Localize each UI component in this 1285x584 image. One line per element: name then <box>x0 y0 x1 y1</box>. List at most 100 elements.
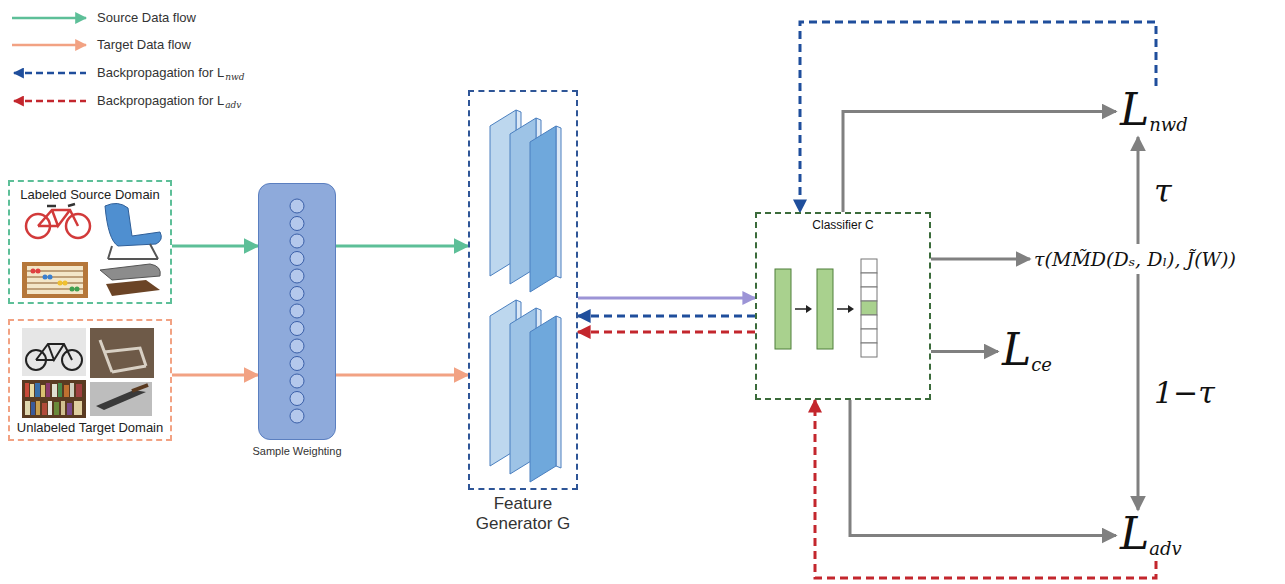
flow-arrow <box>850 400 1116 536</box>
box-title: Classifier C <box>757 218 929 232</box>
abacus-icon <box>70 287 75 292</box>
chair-icon <box>108 244 158 259</box>
bookshelf-photo <box>31 402 35 415</box>
bicycle-icon <box>26 204 90 238</box>
legend-arrows <box>12 44 86 47</box>
weight-circle <box>290 409 304 423</box>
fc-layer <box>775 269 791 349</box>
bookshelf-photo <box>67 403 72 415</box>
output-cell <box>861 329 877 343</box>
legend-text: Backpropagation for L <box>97 65 224 80</box>
slab-side <box>556 126 561 278</box>
knife-icon <box>106 280 160 296</box>
legend-subscript: nwd <box>225 72 244 82</box>
abacus-icon <box>22 262 88 298</box>
bookshelf-photo <box>48 401 52 415</box>
layer-slab <box>530 126 561 292</box>
loss-symbol: L <box>1120 508 1149 559</box>
abacus-icon <box>58 281 63 286</box>
fc-layer <box>817 269 833 349</box>
loss-subscript: adv <box>1149 538 1181 559</box>
domain-box: Unlabeled Target Domain <box>8 319 172 441</box>
small-arrow-head <box>806 305 812 313</box>
conv-layers <box>470 92 576 488</box>
legend-arrows <box>14 72 86 75</box>
bookshelf-photo <box>76 384 82 397</box>
flow-arrow <box>931 350 998 353</box>
bookshelf-photo <box>54 402 59 415</box>
classifier-layers <box>757 214 929 398</box>
flow-arrow <box>931 258 1030 261</box>
bike-photo <box>22 328 86 376</box>
slab-front <box>530 316 556 482</box>
flow-arrow <box>578 315 755 318</box>
knife-photo <box>90 382 152 416</box>
small-arrow-line <box>837 308 849 310</box>
flow-arrow <box>172 245 258 248</box>
bookshelf-photo <box>74 401 82 415</box>
flow-arrow <box>172 374 258 377</box>
legend-text: Backpropagation for L <box>97 93 224 108</box>
loss-symbol: L <box>1120 84 1149 135</box>
small-arrow <box>795 305 812 313</box>
flow-arrow <box>815 400 1156 578</box>
flow-arrow <box>1137 137 1140 244</box>
output-cell <box>861 301 877 315</box>
flow-arrow <box>578 331 755 334</box>
knife-icon <box>100 264 160 280</box>
domain-title: Unlabeled Target Domain <box>10 420 170 435</box>
bookshelf-photo <box>30 384 34 397</box>
abacus-icon <box>31 269 36 274</box>
chair-icon <box>105 203 161 246</box>
bookshelf-photo <box>52 384 57 397</box>
flow-arrow <box>800 22 1156 212</box>
output-cell <box>861 343 877 357</box>
flow-arrow <box>336 374 468 377</box>
loss-term: Lce <box>998 326 1056 377</box>
small-arrow-line <box>795 308 807 310</box>
formula-box: τ(MM̃D(Dₛ, Dₗ), J̃(W)) <box>1030 244 1240 274</box>
generator-box: Feature Generator G <box>468 90 578 490</box>
output-cell <box>861 287 877 301</box>
bicycle-icon <box>38 210 78 226</box>
knife-photo <box>96 390 146 410</box>
output-cell <box>861 273 877 287</box>
layer-slab <box>530 316 561 482</box>
classifier-box: Classifier C <box>755 212 931 400</box>
domain-title: Labeled Source Domain <box>10 187 170 202</box>
bookshelf-photo <box>61 401 65 415</box>
abacus-icon <box>75 287 80 292</box>
slab-front <box>530 126 556 292</box>
abacus-icon <box>27 271 83 289</box>
chair-photo <box>100 340 146 372</box>
slab-side <box>556 316 561 468</box>
loss-term: Lnwd <box>1116 86 1192 137</box>
knife-photo <box>90 382 152 416</box>
bicycle-icon <box>47 204 75 206</box>
legend-text: Source Data flow <box>97 10 196 25</box>
output-cell <box>861 259 877 273</box>
weight-circle <box>290 252 304 266</box>
flow-arrow <box>1137 274 1140 510</box>
loss-symbol: L <box>1002 324 1031 375</box>
abacus-icon <box>27 266 83 294</box>
legend-arrows <box>14 100 86 103</box>
abacus-icon <box>63 281 68 286</box>
legend-arrows <box>12 18 86 101</box>
bike-photo <box>36 344 72 360</box>
bookshelf-photo <box>22 380 86 418</box>
bike-photo <box>22 328 86 376</box>
bookshelf-photo <box>36 401 40 415</box>
weight-circle <box>290 322 304 336</box>
abacus-icon <box>36 269 41 274</box>
chair-photo <box>90 328 154 378</box>
abacus-icon <box>48 275 53 280</box>
knife-icon <box>100 264 160 296</box>
weight-circle <box>290 217 304 231</box>
legend-subscript: adv <box>225 100 241 110</box>
bookshelf-photo <box>58 383 62 397</box>
bookshelf-photo <box>64 385 69 397</box>
weight-circle <box>290 357 304 371</box>
